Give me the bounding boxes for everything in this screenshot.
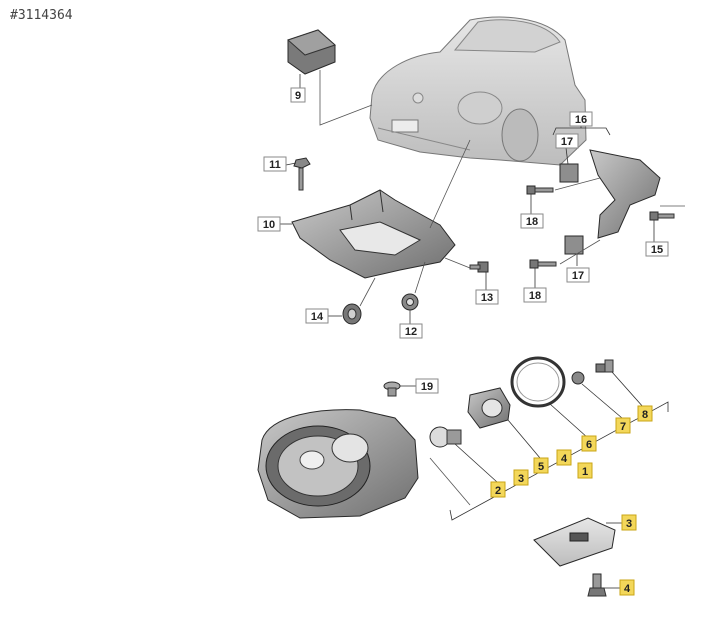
callout-3-cover[interactable]: 3 — [621, 514, 637, 531]
svg-text:7: 7 — [620, 421, 626, 433]
callout-18-lower[interactable]: 18 — [523, 287, 547, 303]
callout-6[interactable]: 6 — [581, 435, 597, 452]
part-7-nut — [571, 371, 585, 385]
part-2-bulb — [429, 426, 462, 448]
svg-text:4: 4 — [624, 583, 631, 595]
part-9-control-unit — [287, 29, 336, 75]
svg-text:17: 17 — [561, 136, 573, 148]
part-5-cap — [467, 387, 511, 429]
svg-text:9: 9 — [295, 90, 301, 102]
callout-17-lower[interactable]: 17 — [566, 267, 590, 283]
callout-17-upper[interactable]: 17 — [555, 133, 579, 149]
svg-text:12: 12 — [405, 326, 417, 338]
part-12-nut — [401, 293, 419, 311]
svg-text:18: 18 — [529, 290, 541, 302]
svg-text:10: 10 — [263, 219, 275, 231]
svg-text:13: 13 — [481, 292, 493, 304]
part-8-screw — [595, 359, 614, 373]
callout-18-upper[interactable]: 18 — [520, 213, 544, 229]
svg-text:5: 5 — [538, 461, 544, 473]
car-illustration — [369, 16, 587, 166]
callout-12[interactable]: 12 — [399, 323, 423, 339]
part-17-plate-lower — [564, 235, 584, 255]
callout-4-screw[interactable]: 4 — [619, 579, 635, 596]
part-17-plate-upper — [559, 163, 579, 183]
part-15-screw — [649, 211, 675, 221]
part-11-bolt — [293, 157, 311, 191]
svg-text:14: 14 — [311, 311, 324, 323]
part-6-seal-ring — [510, 356, 566, 408]
callout-14[interactable]: 14 — [305, 308, 329, 324]
callout-19[interactable]: 19 — [415, 378, 439, 394]
svg-text:3: 3 — [518, 473, 524, 485]
callout-7[interactable]: 7 — [615, 417, 631, 434]
callout-3-group[interactable]: 3 — [513, 469, 529, 486]
part-3-cover-plate — [533, 517, 616, 567]
part-10-bracket — [291, 189, 456, 279]
svg-text:4: 4 — [561, 453, 568, 465]
callout-13[interactable]: 13 — [475, 289, 499, 305]
part-14-clip — [342, 303, 362, 325]
svg-text:8: 8 — [642, 409, 648, 421]
svg-text:17: 17 — [572, 270, 584, 282]
part-16-bracket-assembly — [589, 149, 661, 239]
svg-text:15: 15 — [651, 244, 663, 256]
svg-text:11: 11 — [269, 159, 281, 171]
callout-15[interactable]: 15 — [645, 241, 669, 257]
callout-10[interactable]: 10 — [257, 216, 281, 232]
part-1-headlight-housing — [257, 409, 419, 519]
svg-text:19: 19 — [421, 381, 433, 393]
callout-16[interactable]: 16 — [569, 111, 593, 127]
svg-text:18: 18 — [526, 216, 538, 228]
svg-text:6: 6 — [586, 439, 592, 451]
diagram-reference-number: #3114364 — [10, 8, 73, 23]
callout-1[interactable]: 1 — [577, 462, 593, 479]
part-19-clip — [383, 381, 401, 397]
svg-text:3: 3 — [626, 518, 632, 530]
part-18-screw-lower — [529, 259, 557, 269]
callout-8[interactable]: 8 — [637, 405, 653, 422]
callout-9[interactable]: 9 — [290, 87, 306, 103]
part-13-screw — [469, 261, 489, 273]
part-4-screw — [587, 573, 607, 597]
svg-text:16: 16 — [575, 114, 587, 126]
callout-11[interactable]: 11 — [263, 156, 287, 172]
svg-text:2: 2 — [495, 485, 501, 497]
callout-5[interactable]: 5 — [533, 457, 549, 474]
callout-4-group[interactable]: 4 — [556, 449, 572, 466]
part-18-screw-upper — [526, 185, 554, 195]
callout-2[interactable]: 2 — [490, 481, 506, 498]
svg-text:1: 1 — [582, 466, 588, 478]
